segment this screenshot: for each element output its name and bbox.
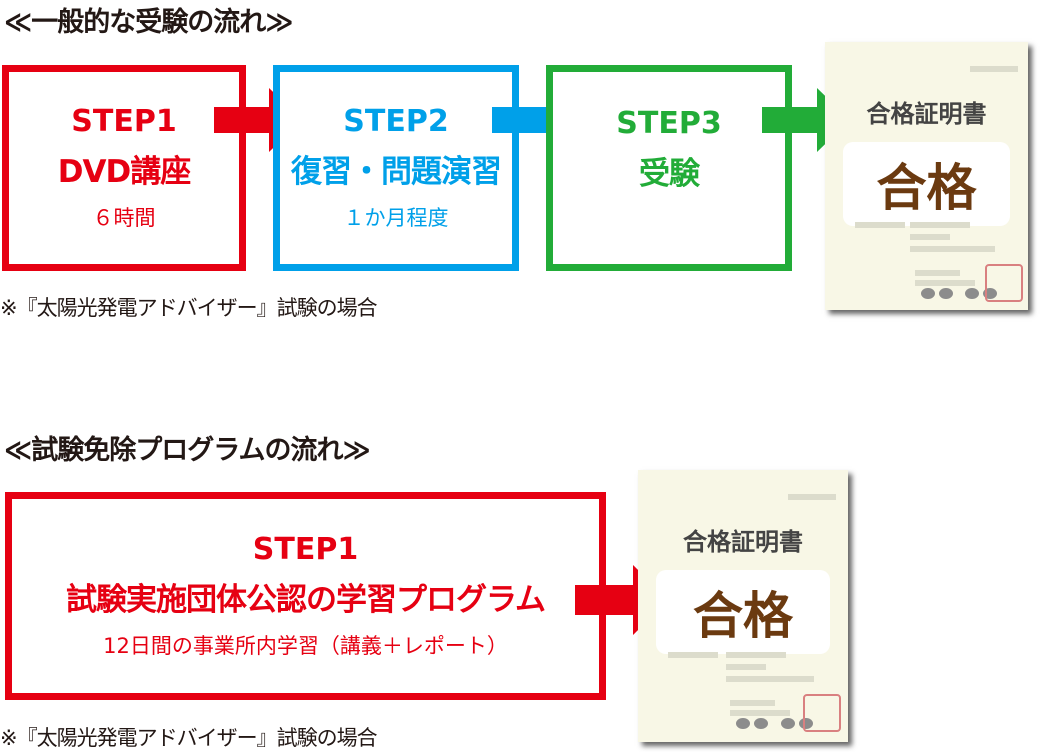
- footnote: ※『太陽光発電アドバイザー』試験の場合: [0, 726, 378, 750]
- pass-stamp: 合格: [656, 570, 830, 654]
- step-title: 試験実施団体公認の学習プログラム: [65, 582, 546, 618]
- certificate-title: 合格証明書: [683, 528, 803, 556]
- seal-icon: [803, 694, 841, 732]
- step-label: STEP3: [616, 106, 722, 141]
- section-title-general-flow: ≪一般的な受験の流れ≫: [4, 7, 294, 38]
- step3-box: STEP3 受験: [546, 65, 792, 271]
- step-duration: ６時間: [92, 206, 156, 230]
- seal-icon: [985, 264, 1023, 302]
- step-duration: １か月程度: [343, 206, 449, 230]
- step1-box: STEP1 DVD講座 ６時間: [2, 65, 246, 271]
- certificate-image: 合格証明書 合格: [638, 470, 848, 742]
- footnote: ※『太陽光発電アドバイザー』試験の場合: [0, 296, 378, 320]
- step-title: 復習・問題演習: [291, 154, 502, 190]
- exemption-step1-box: STEP1 試験実施団体公認の学習プログラム 12日間の事業所内学習（講義＋レポ…: [5, 492, 606, 700]
- step-title: DVD講座: [57, 154, 191, 190]
- certificate-image: 合格証明書 合格: [825, 42, 1028, 310]
- step-duration: 12日間の事業所内学習（講義＋レポート）: [103, 634, 508, 658]
- pass-stamp: 合格: [843, 142, 1010, 226]
- section-title-exemption-flow: ≪試験免除プログラムの流れ≫: [4, 435, 371, 466]
- certificate-title: 合格証明書: [866, 100, 987, 128]
- step-title: 受験: [639, 156, 700, 192]
- step-label: STEP1: [71, 104, 177, 139]
- step-label: STEP1: [252, 532, 359, 567]
- step2-box: STEP2 復習・問題演習 １か月程度: [273, 65, 519, 271]
- step-label: STEP2: [343, 104, 449, 139]
